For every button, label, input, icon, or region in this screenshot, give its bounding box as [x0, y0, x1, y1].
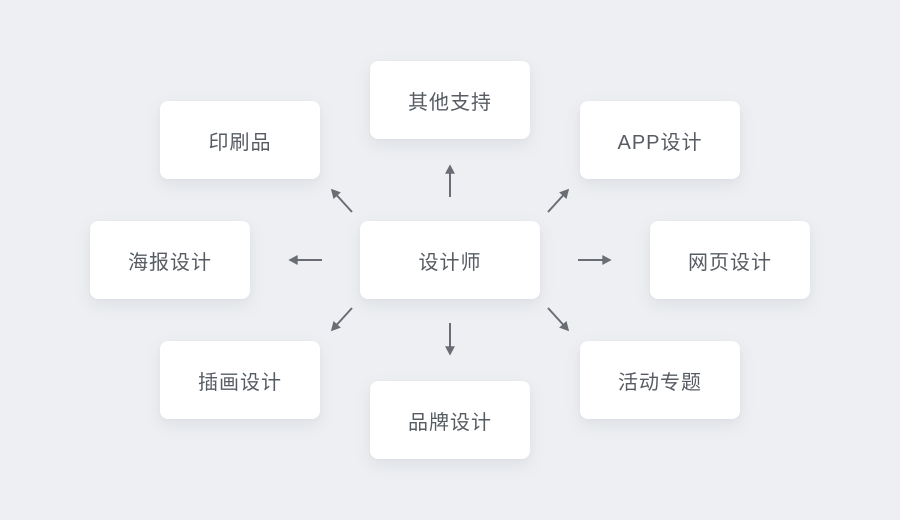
node-poster-design: 海报设计 — [90, 221, 250, 299]
node-brand-design: 品牌设计 — [370, 381, 530, 459]
node-other-support-label: 其他支持 — [408, 91, 492, 114]
node-app-design: APP设计 — [580, 101, 740, 179]
node-app-design-label: APP设计 — [617, 131, 703, 154]
node-brand-design-label: 品牌设计 — [408, 411, 492, 434]
node-web-design-label: 网页设计 — [688, 251, 772, 274]
node-illustration-design: 插画设计 — [160, 341, 320, 419]
node-event-special: 活动专题 — [580, 341, 740, 419]
node-illustration-design-label: 插画设计 — [198, 371, 282, 394]
node-designer-label: 设计师 — [418, 251, 482, 274]
arrow-down-left-icon — [330, 307, 353, 332]
node-poster-design-label: 海报设计 — [128, 251, 212, 274]
arrow-up-left-icon — [330, 188, 353, 213]
node-event-special-label: 活动专题 — [618, 371, 702, 394]
node-print: 印刷品 — [160, 101, 320, 179]
node-print-label: 印刷品 — [208, 131, 272, 154]
node-designer: 设计师 — [360, 221, 540, 299]
node-web-design: 网页设计 — [650, 221, 810, 299]
node-other-support: 其他支持 — [370, 61, 530, 139]
arrow-up-right-icon — [547, 188, 570, 213]
arrow-down-right-icon — [547, 307, 570, 332]
